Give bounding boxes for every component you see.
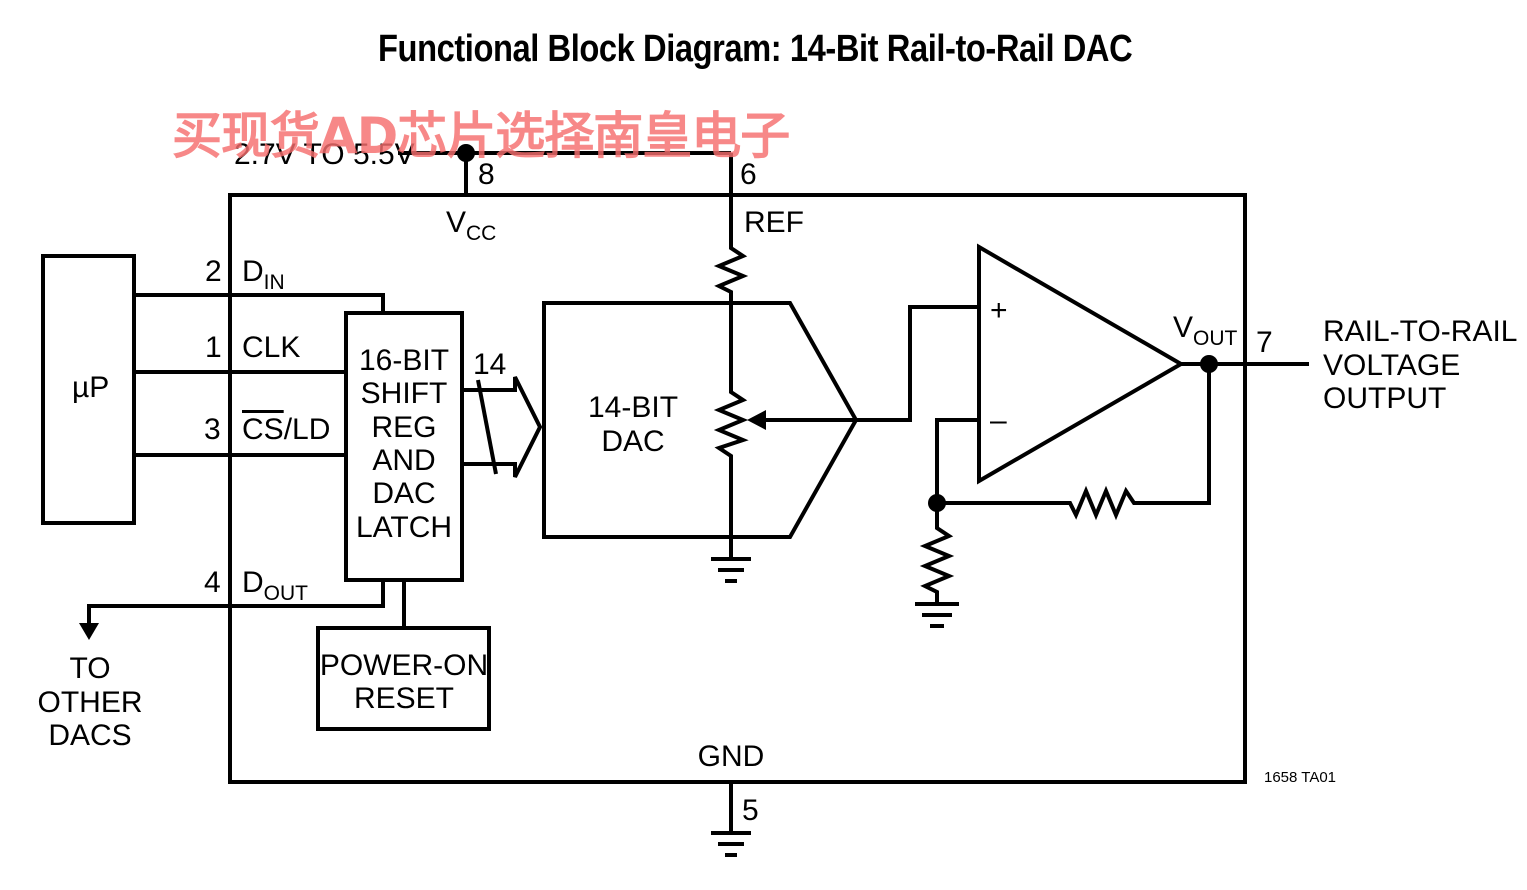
pin-name-gnd: GND: [698, 740, 765, 773]
reference-resistor: [711, 240, 856, 583]
shift-reg-line4: AND: [372, 444, 435, 477]
por-line1: POWER-ON: [320, 649, 488, 682]
output-amplifier: [856, 243, 1309, 628]
pin-name-dout: DOUT: [242, 566, 308, 605]
shift-reg-line2: SHIFT: [361, 377, 448, 410]
output-label-line3: OUTPUT: [1323, 382, 1446, 415]
to-other-dacs-line1: TO: [69, 652, 110, 685]
power-on-reset-block: [316, 626, 491, 731]
pin-name-ref: REF: [744, 206, 804, 239]
microprocessor-block: [41, 254, 136, 525]
supply-label: 2.7V TO 5.5V: [234, 138, 415, 171]
pin-number-clk: 1: [205, 331, 222, 364]
parallel-bus-arrow: [462, 376, 543, 478]
output-label-line2: VOLTAGE: [1323, 349, 1460, 382]
pin-name-din: DIN: [242, 255, 285, 294]
output-label-line1: RAIL-TO-RAIL: [1323, 315, 1518, 348]
dac-block: [542, 301, 859, 539]
supply-wiring: [398, 144, 733, 240]
amp-minus-sign: –: [990, 404, 1007, 437]
pin-number-vout: 7: [1256, 326, 1273, 359]
pin-name-csld: CS/LD: [242, 413, 330, 446]
figure-id: 1658 TA01: [1264, 769, 1336, 786]
dac-line2: DAC: [601, 425, 664, 458]
pin-number-csld: 3: [204, 413, 221, 446]
amp-plus-sign: +: [990, 294, 1008, 327]
bus-width-label: 14: [473, 348, 506, 381]
pin-number-dout: 4: [204, 566, 221, 599]
por-line2: RESET: [354, 682, 454, 715]
pin-name-clk: CLK: [242, 331, 300, 364]
pin-number-din: 2: [205, 255, 222, 288]
watermark-text: 买现货AD芯片选择南皇电子: [172, 107, 790, 165]
chip-ground: [711, 782, 751, 857]
chip-outline: [228, 193, 1247, 784]
shift-reg-line1: 16-BIT: [359, 344, 449, 377]
shift-reg-line5: DAC: [372, 477, 435, 510]
diagram-title: Functional Block Diagram: 14-Bit Rail-to…: [378, 28, 1133, 70]
pin-name-vout: VOUT: [1173, 311, 1238, 350]
to-other-dacs-line2: OTHER: [38, 686, 143, 719]
to-other-dacs-line3: DACS: [48, 719, 131, 752]
shift-reg-line6: LATCH: [356, 511, 452, 544]
pin-number-gnd: 5: [742, 794, 759, 827]
pin-number-vcc: 8: [478, 158, 495, 191]
shift-reg-line3: REG: [371, 411, 436, 444]
pin-number-ref: 6: [740, 158, 757, 191]
pin-name-vcc: VCC: [446, 206, 496, 245]
dac-line1: 14-BIT: [588, 391, 678, 424]
serial-bus-wiring: [79, 293, 385, 640]
microprocessor-label: µP: [72, 371, 109, 404]
